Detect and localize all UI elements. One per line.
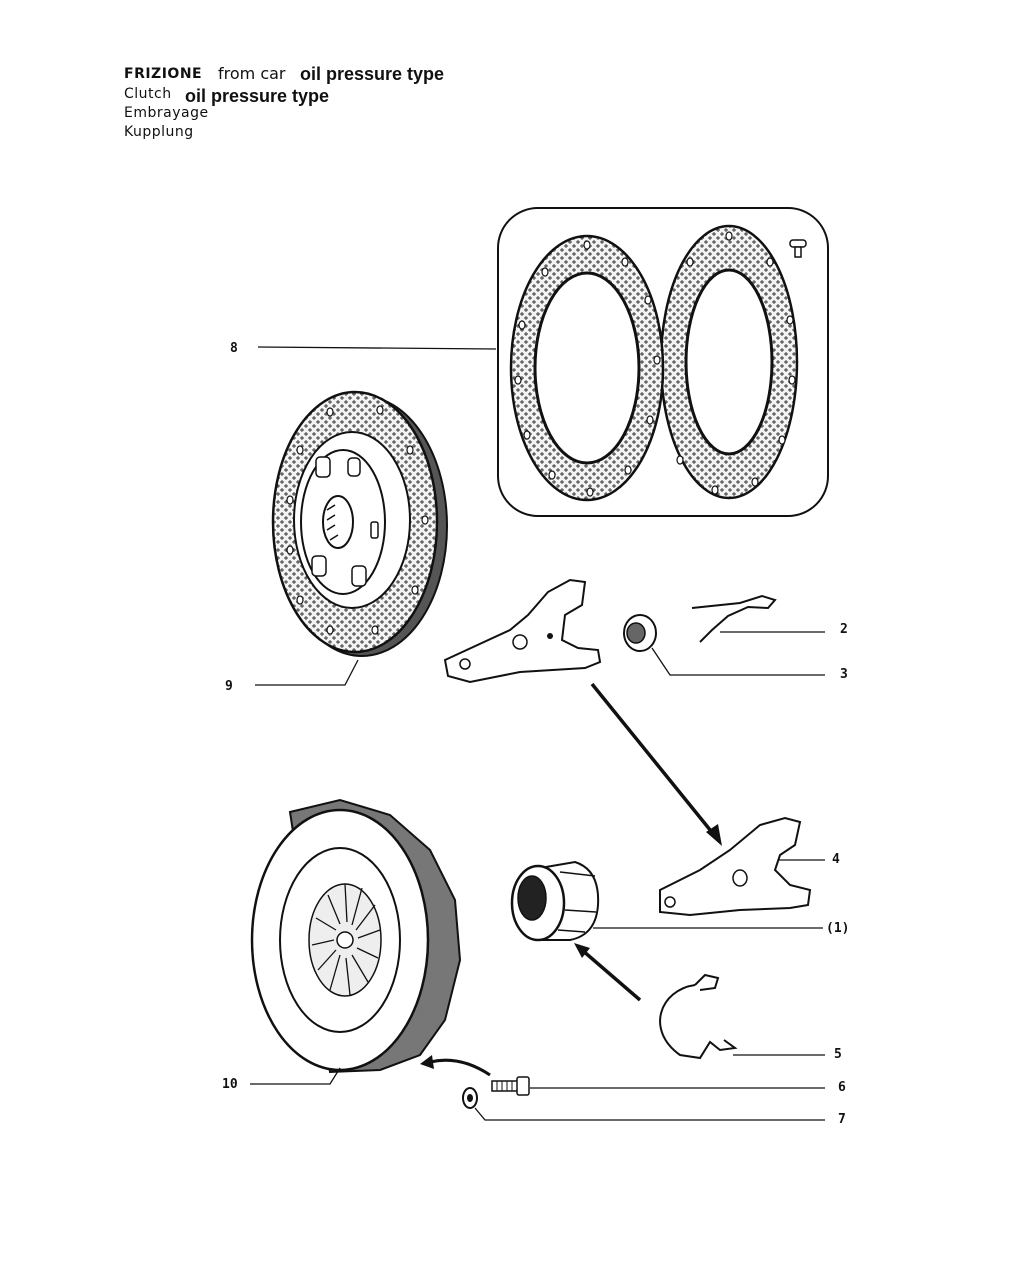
release-fork-icon — [443, 578, 602, 684]
title-english: Clutch — [124, 86, 172, 102]
callout-3: 3 — [840, 667, 848, 682]
bolt-icon — [491, 1076, 530, 1096]
callout-5: 5 — [834, 1047, 842, 1062]
callout-8: 8 — [230, 341, 238, 356]
callout-6: 6 — [838, 1080, 846, 1095]
callout-7: 7 — [838, 1112, 846, 1127]
release-bearing-icon — [510, 860, 600, 942]
callout-10: 10 — [222, 1077, 238, 1092]
release-bearing-icon — [623, 614, 657, 652]
callout-2: 2 — [840, 622, 848, 637]
rivet-icon — [789, 239, 807, 258]
retaining-spring-icon — [659, 973, 738, 1060]
type-label-2: oil pressure type — [185, 86, 330, 106]
clutch-disc-icon — [271, 390, 448, 657]
type-label-1: oil pressure type — [300, 64, 445, 84]
title-french: Embrayage — [124, 105, 209, 121]
applicability-note: from car — [218, 64, 286, 83]
retaining-spring-icon — [691, 594, 777, 643]
clutch-facing-pair-icon — [497, 207, 829, 517]
title-german: Kupplung — [124, 124, 194, 140]
callout-1: (1) — [826, 921, 849, 936]
callout-9: 9 — [225, 679, 233, 694]
callout-4: 4 — [832, 852, 840, 867]
washer-icon — [462, 1087, 478, 1109]
release-fork-icon — [659, 816, 812, 917]
pressure-plate-icon — [250, 798, 462, 1074]
title-italian: FRIZIONE — [124, 66, 203, 82]
